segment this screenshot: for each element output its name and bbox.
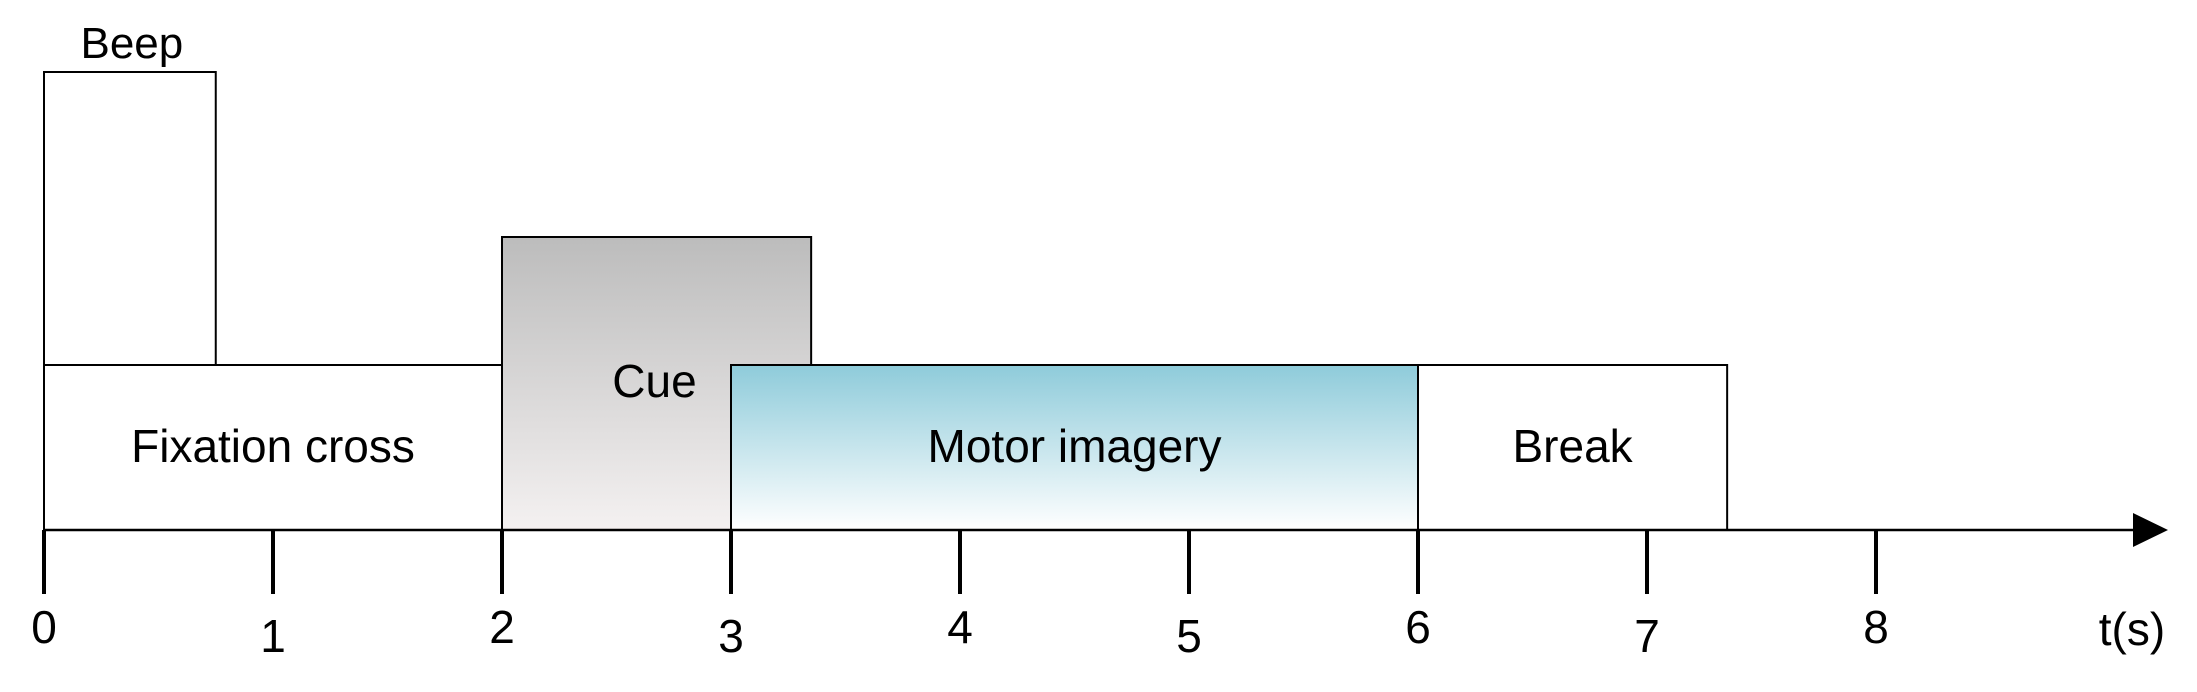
tick-label-7: 7 <box>1634 610 1660 662</box>
break-block <box>1417 364 1729 531</box>
tick-label-2: 2 <box>489 601 515 653</box>
time-axis-arrowhead-icon <box>2133 513 2168 547</box>
time-axis-ticks: 0 1 2 3 4 5 6 7 8 <box>31 530 1889 662</box>
tick-label-4: 4 <box>947 601 973 653</box>
tick-label-5: 5 <box>1176 610 1202 662</box>
tick-label-1: 1 <box>260 610 286 662</box>
fixation-cross-label: Fixation cross <box>131 420 415 472</box>
break-label: Break <box>1512 420 1633 472</box>
tick-label-8: 8 <box>1863 601 1889 653</box>
tick-label-6: 6 <box>1405 601 1431 653</box>
time-axis-unit-label: t(s) <box>2099 603 2165 655</box>
fixation-cross-block <box>43 364 503 531</box>
tick-label-3: 3 <box>718 610 744 662</box>
cue-label: Cue <box>612 355 696 407</box>
beep-label: Beep <box>80 19 183 68</box>
tick-label-0: 0 <box>31 601 57 653</box>
motor-imagery-block <box>730 364 1419 531</box>
motor-imagery-label: Motor imagery <box>928 420 1222 472</box>
